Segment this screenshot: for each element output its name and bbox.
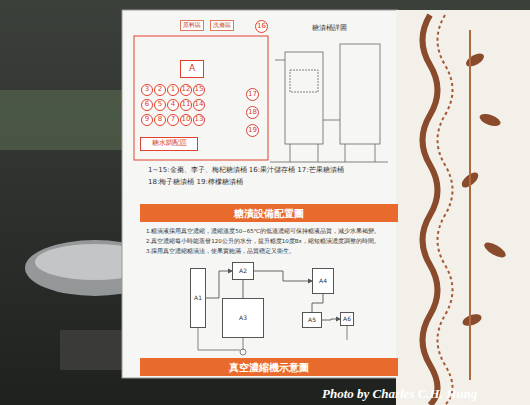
- condenser-unit: A4: [312, 268, 334, 294]
- node-text: 13: [195, 116, 204, 124]
- process-note: 2.真空濃縮每小時能蒸發120公升的水分，提升糖度10度Bx，縮短糖漬濃度調整的…: [146, 238, 394, 245]
- node-text: 8: [158, 116, 162, 124]
- node-text: 17: [248, 91, 257, 99]
- node-text: A: [189, 64, 195, 74]
- legend-note: 18:梅子糖漬桶 19:檸檬糖漬桶: [148, 178, 243, 186]
- node-text: A6: [343, 316, 351, 323]
- evaporator-unit: A3: [222, 298, 264, 338]
- pipe-connector: [322, 319, 340, 320]
- tank-number: 12: [180, 84, 192, 96]
- tank-number: 4: [167, 99, 179, 111]
- tank-number: 14: [193, 99, 205, 111]
- area-box: 原料區: [180, 20, 204, 31]
- zone-box: A: [180, 60, 204, 78]
- node-text: A1: [194, 295, 202, 302]
- pipe-connector: [254, 271, 312, 281]
- legend-note: 1~15:金棗、李子、梅杞糖漬桶 16:果汁儲存桶 17:芒果糖漬桶: [148, 166, 344, 174]
- tank-number: 11: [180, 99, 192, 111]
- node-text: 真空濃縮機示意圖: [229, 362, 309, 373]
- tank-number: 8: [154, 114, 166, 126]
- node-text: 5: [158, 101, 162, 109]
- pipe-connector: [206, 271, 232, 298]
- node-text: A5: [308, 317, 316, 324]
- node-text: 18: [248, 109, 257, 117]
- tank-number: 17: [246, 88, 259, 101]
- tank-number: 5: [154, 99, 166, 111]
- node-text: A4: [319, 278, 327, 285]
- tank-number: 10: [180, 114, 192, 126]
- tank-number: 9: [141, 114, 153, 126]
- pump-unit: A6: [340, 312, 354, 326]
- separator-unit: A2: [232, 262, 254, 280]
- node-text: 19: [248, 127, 257, 135]
- node-text: 14: [195, 101, 204, 109]
- node-text: 1: [171, 86, 175, 94]
- node-text: 15: [195, 86, 204, 94]
- node-text: 3: [145, 86, 149, 94]
- title-band: 真空濃縮機示意圖: [140, 358, 398, 376]
- node-text: 12: [182, 86, 191, 94]
- detail-title: 糖漬桶詳圖: [312, 24, 347, 32]
- area-box: 洗滌區: [210, 20, 234, 31]
- node-text: 10: [182, 116, 191, 124]
- node-text: A2: [239, 268, 247, 275]
- mixing-area-box: 糖水調配區: [140, 137, 198, 151]
- node-text: 11: [182, 101, 191, 109]
- column-unit: A1: [190, 268, 206, 328]
- node-text: 9: [145, 116, 149, 124]
- pipe-connector: [243, 280, 244, 298]
- tank-number: 18: [246, 106, 259, 119]
- node-text: 7: [171, 116, 175, 124]
- tank-number: 2: [154, 84, 166, 96]
- node-text: 16: [257, 23, 266, 31]
- node-text: A3: [239, 315, 247, 322]
- tank-number: 1: [167, 84, 179, 96]
- tank-number: 19: [246, 124, 259, 137]
- node-text: 糖漬設備配置圖: [234, 208, 304, 219]
- tank-number: 6: [141, 99, 153, 111]
- tank-number: 15: [193, 84, 205, 96]
- process-note: 1.糖漬液採用真空濃縮，濃縮溫度50~65℃的低溫濃縮可保持糖液品質，減少水果褐…: [146, 228, 394, 235]
- tank-number: 3: [141, 84, 153, 96]
- title-band: 糖漬設備配置圖: [140, 204, 398, 222]
- receiver-unit: A5: [302, 312, 322, 328]
- node-text: 2: [158, 86, 162, 94]
- pipe-connector: [312, 294, 323, 312]
- node-text: 糖水調配區: [152, 140, 187, 148]
- node-text: 4: [171, 101, 175, 109]
- photo-credit: Photo by Charles C.H. Hung: [322, 386, 477, 402]
- node-text: 6: [145, 101, 149, 109]
- node-text: 原料區: [183, 22, 201, 29]
- process-note: 3.採用真空濃縮糖漬法，使果實飽滿，品質穩定又衛生。: [146, 248, 394, 255]
- tank-number: 16: [255, 20, 268, 33]
- tank-number: 7: [167, 114, 179, 126]
- tank-number: 13: [193, 114, 205, 126]
- node-text: 洗滌區: [213, 22, 231, 29]
